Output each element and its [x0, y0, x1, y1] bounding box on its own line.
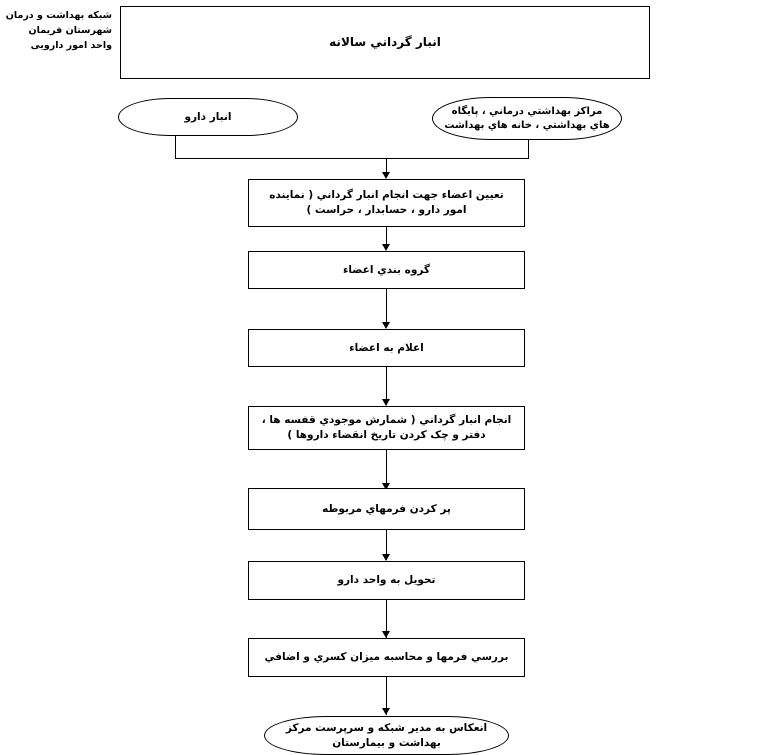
- arrowhead-step-1-to-2: [382, 244, 390, 251]
- connector-left-source-drop: [175, 136, 176, 158]
- connector-step-7-to-final: [386, 677, 387, 715]
- process-step-3-label: اعلام به اعضاء: [349, 341, 424, 354]
- connector-merge-bar: [175, 158, 529, 159]
- connector-step-6-to-7: [386, 600, 387, 638]
- process-step-7-label: بررسي فرمها و محاسبه میزان کسري و اضافي: [264, 651, 509, 663]
- arrowhead-step-5-to-6: [382, 554, 390, 561]
- process-step-2: گروه بندي اعضاء: [248, 251, 525, 289]
- arrowhead-step-2-to-3: [382, 322, 390, 329]
- org-header-line-1: شبکه بهداشت و درمان: [5, 10, 112, 21]
- process-step-1: تعیین اعضاء جهت انجام انبار گرداني ( نما…: [248, 179, 525, 227]
- arrowhead-step-4-to-5: [382, 483, 390, 490]
- process-step-4-label: انجام انبار گرداني ( شمارش موجودي قفسه ه…: [261, 414, 512, 441]
- connector-step-2-to-3: [386, 289, 387, 327]
- source-node-pharmacy-store: انبار دارو: [118, 98, 298, 136]
- arrowhead-step-3-to-4: [382, 399, 390, 406]
- arrowhead-step-6-to-7: [382, 631, 390, 638]
- process-step-3: اعلام به اعضاء: [248, 329, 525, 367]
- connector-step-5-to-6: [386, 530, 387, 560]
- organization-header: شبکه بهداشت و درمان شهرستان فریمان واحد …: [0, 8, 112, 53]
- final-node-report: انعکاس به مدیر شبکه و سرپرست مرکز بهداشت…: [264, 716, 509, 755]
- connector-merge-to-step-1: [386, 158, 387, 175]
- process-step-5-label: پر کردن فرمهاي مربوطه: [322, 502, 451, 515]
- process-step-7: بررسي فرمها و محاسبه میزان کسري و اضافي: [248, 638, 525, 677]
- process-step-1-label: تعیین اعضاء جهت انجام انبار گرداني ( نما…: [269, 189, 504, 216]
- arrowhead-step-7-to-final: [382, 708, 390, 715]
- diagram-title-text: انبار گرداني سالانه: [329, 35, 441, 49]
- org-header-line-3: واحد امور دارویی: [30, 40, 112, 51]
- connector-right-source-drop: [528, 140, 529, 158]
- final-node-report-label: انعکاس به مدیر شبکه و سرپرست مرکز بهداشت…: [285, 721, 488, 749]
- process-step-2-label: گروه بندي اعضاء: [342, 263, 431, 276]
- source-node-pharmacy-store-label: انبار دارو: [184, 110, 232, 123]
- process-step-5: پر کردن فرمهاي مربوطه: [248, 488, 525, 530]
- process-step-6-label: تحویل به واحد دارو: [337, 574, 436, 586]
- diagram-title-box: انبار گرداني سالانه: [120, 6, 650, 79]
- connector-step-1-to-2: [386, 227, 387, 249]
- org-header-line-2: شهرستان فریمان: [28, 25, 112, 36]
- process-step-6: تحویل به واحد دارو: [248, 561, 525, 600]
- process-step-4: انجام انبار گرداني ( شمارش موجودي قفسه ه…: [248, 406, 525, 450]
- source-node-health-centers: مراکز بهداشتي درماني ، پایگاه هاي بهداشت…: [432, 97, 622, 140]
- connector-step-3-to-4: [386, 367, 387, 405]
- connector-step-4-to-5: [386, 450, 387, 488]
- arrowhead-to-step-1: [382, 172, 390, 179]
- source-node-health-centers-label: مراکز بهداشتي درماني ، پایگاه هاي بهداشت…: [444, 105, 610, 131]
